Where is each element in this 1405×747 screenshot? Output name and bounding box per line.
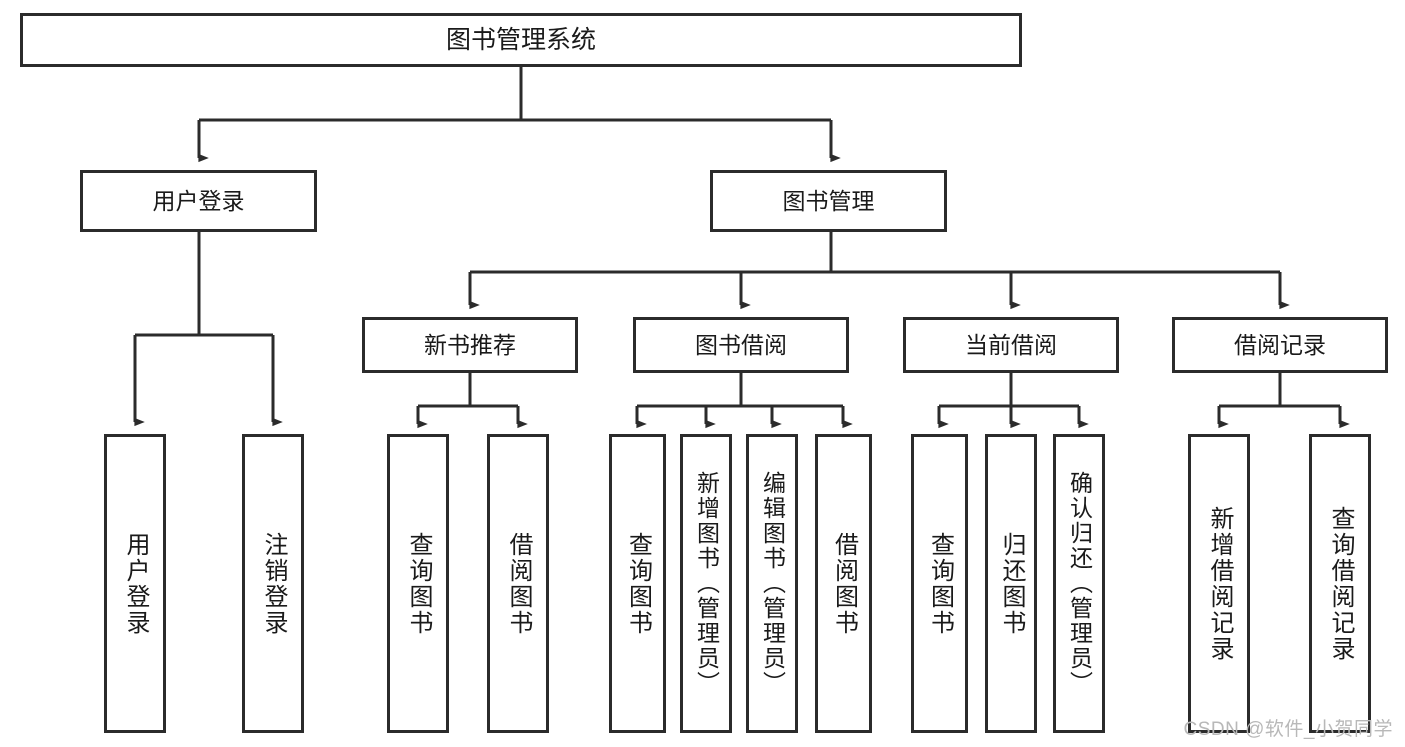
leaf-borrow-book-recommendation-label: 借阅图书 (505, 531, 532, 636)
leaf-return-book-label: 归还图书 (998, 531, 1025, 636)
leaf-user-login[interactable]: 用户登录 (104, 434, 166, 733)
leaf-borrow-book-recommendation[interactable]: 借阅图书 (487, 434, 549, 733)
leaf-query-book-borrowing-label: 查询图书 (624, 531, 652, 636)
leaf-user-login-label: 用户登录 (122, 531, 149, 636)
leaf-add-book-admin-label: 新增图书（管理员） (693, 471, 720, 696)
node-book-management[interactable]: 图书管理 (710, 170, 947, 232)
leaf-edit-book-admin[interactable]: 编辑图书（管理员） (746, 434, 798, 733)
node-book-borrowing[interactable]: 图书借阅 (633, 317, 849, 373)
leaf-query-book-recommendation-label: 查询图书 (405, 531, 432, 636)
leaf-user-logout[interactable]: 注销登录 (242, 434, 304, 733)
leaf-query-borrow-record-label: 查询借阅记录 (1327, 505, 1354, 662)
leaf-query-borrow-record[interactable]: 查询借阅记录 (1309, 434, 1371, 733)
node-root-label: 图书管理系统 (445, 25, 596, 54)
leaf-query-book-current-label: 查询图书 (926, 531, 954, 636)
leaf-add-borrow-record-label: 新增借阅记录 (1206, 505, 1233, 662)
node-current-borrowing-label: 当前借阅 (965, 331, 1057, 358)
leaf-confirm-return-admin[interactable]: 确认归还（管理员） (1053, 434, 1105, 733)
watermark: CSDN @软件_小贺同学 (1183, 719, 1393, 740)
leaf-add-borrow-record[interactable]: 新增借阅记录 (1188, 434, 1250, 733)
leaf-confirm-return-admin-label: 确认归还（管理员） (1066, 471, 1093, 696)
leaf-borrow-book-borrowing[interactable]: 借阅图书 (815, 434, 872, 733)
leaf-user-logout-label: 注销登录 (260, 531, 287, 636)
leaf-query-book-current[interactable]: 查询图书 (911, 434, 968, 733)
node-root[interactable]: 图书管理系统 (20, 13, 1022, 67)
leaf-query-book-borrowing[interactable]: 查询图书 (609, 434, 666, 733)
node-book-borrowing-label: 图书借阅 (695, 331, 787, 358)
node-user-login-label: 用户登录 (152, 187, 245, 214)
node-borrowing-record-label: 借阅记录 (1234, 331, 1326, 358)
leaf-return-book[interactable]: 归还图书 (985, 434, 1037, 733)
node-new-book-recommendation[interactable]: 新书推荐 (362, 317, 578, 373)
leaf-edit-book-admin-label: 编辑图书（管理员） (759, 471, 786, 696)
node-user-login[interactable]: 用户登录 (80, 170, 317, 232)
node-new-book-recommendation-label: 新书推荐 (424, 331, 516, 358)
leaf-borrow-book-borrowing-label: 借阅图书 (830, 531, 858, 636)
node-borrowing-record[interactable]: 借阅记录 (1172, 317, 1388, 373)
leaf-add-book-admin[interactable]: 新增图书（管理员） (680, 434, 732, 733)
node-current-borrowing[interactable]: 当前借阅 (903, 317, 1119, 373)
leaf-query-book-recommendation[interactable]: 查询图书 (387, 434, 449, 733)
node-book-management-label: 图书管理 (782, 187, 875, 214)
